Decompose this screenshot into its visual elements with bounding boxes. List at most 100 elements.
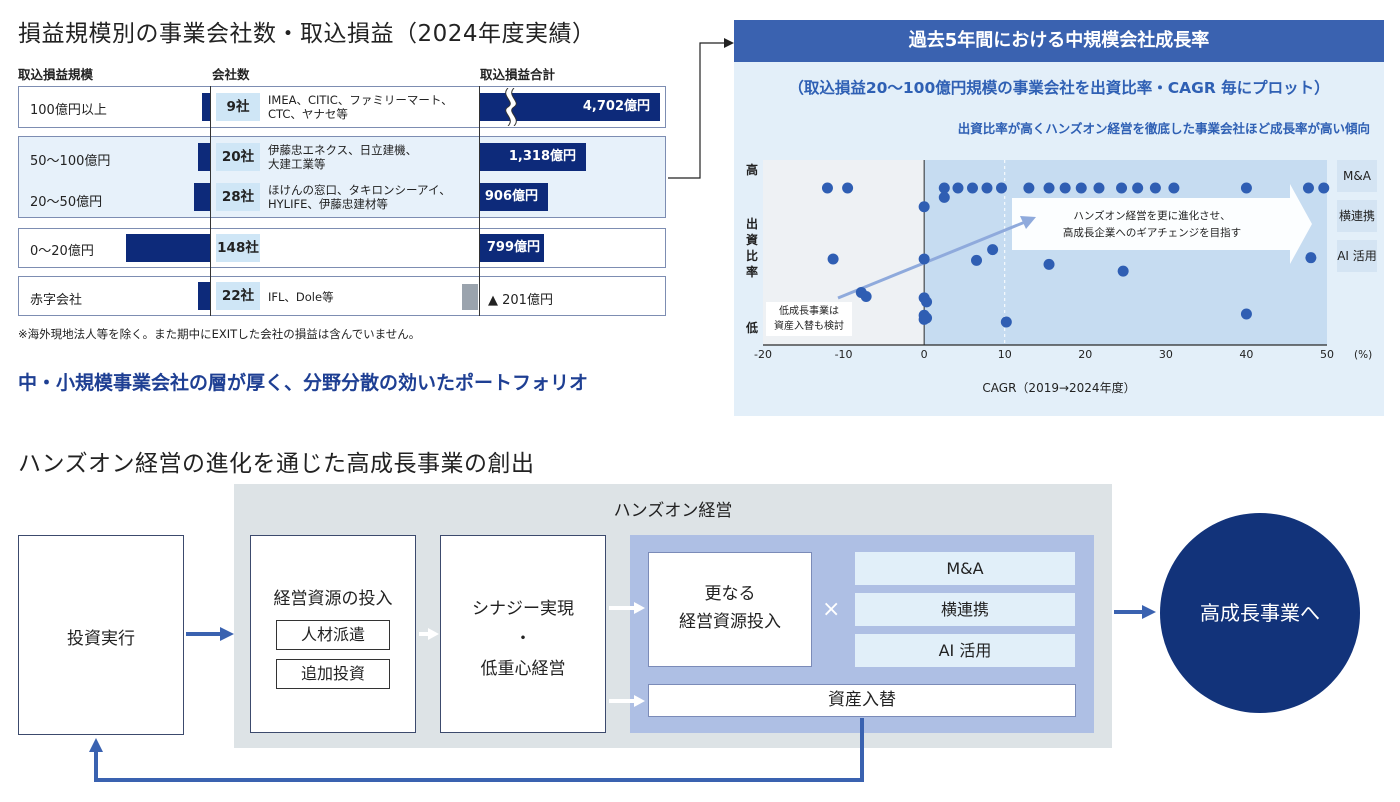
company-count: 148社 bbox=[216, 234, 260, 262]
scatter-point bbox=[981, 182, 993, 194]
count-bar bbox=[194, 183, 210, 211]
handson-title: ハンズオン経営 bbox=[613, 501, 733, 521]
scatter-point bbox=[995, 182, 1007, 194]
scatter-point bbox=[1117, 265, 1129, 277]
row-box-deficit bbox=[18, 276, 666, 316]
scatter-point bbox=[918, 253, 930, 265]
scatter-point bbox=[860, 291, 872, 303]
y-low-label: 低 bbox=[745, 320, 758, 335]
x-tick-label: -10 bbox=[835, 348, 853, 361]
x-tick-label: -20 bbox=[754, 348, 772, 361]
row-size-label: 赤字会社 bbox=[30, 293, 83, 308]
scatter-point bbox=[1059, 182, 1071, 194]
row-examples: ほけんの窓口、タキロンシーアイ、HYLIFE、伊藤忠建材等 bbox=[268, 183, 451, 211]
chart-trend-note: 出資比率が高くハンズオン経営を徹底した事業会社ほど成長率が高い傾向 bbox=[957, 121, 1370, 136]
x-tick-label: 10 bbox=[998, 348, 1012, 361]
arrow-right-icon bbox=[1114, 605, 1156, 619]
scatter-point bbox=[987, 244, 999, 256]
scatter-point bbox=[1240, 308, 1252, 320]
x-axis-label: CAGR（2019→2024年度） bbox=[982, 380, 1135, 395]
row-size-label: 20〜50億円 bbox=[30, 195, 103, 210]
table-title: 損益規模別の事業会社数・取込損益（2024年度実績） bbox=[18, 21, 596, 47]
portfolio-tagline: 中・小規模事業会社の層が厚く、分野分散の効いたポートフォリオ bbox=[18, 372, 589, 394]
scatter-point bbox=[921, 296, 933, 308]
count-bar bbox=[198, 143, 210, 171]
scatter-chart: ハンズオン経営を更に進化させ、 高成長企業へのギアチェンジを目指す -20 -10… bbox=[745, 160, 1372, 395]
lever-ai: AI 活用 bbox=[855, 634, 1075, 667]
company-count: 28社 bbox=[216, 183, 260, 211]
x-tick-label: 30 bbox=[1159, 348, 1173, 361]
y-high-label: 高 bbox=[746, 162, 758, 177]
resource-item-investment: 追加投資 bbox=[276, 659, 390, 689]
row-size-label: 0〜20億円 bbox=[30, 244, 94, 259]
asset-swap-label: 資産入替 bbox=[828, 690, 896, 710]
scatter-point bbox=[1023, 182, 1035, 194]
arrow-text-line2: 高成長企業へのギアチェンジを目指す bbox=[1063, 226, 1241, 239]
scatter-points bbox=[821, 182, 1330, 328]
count-bar bbox=[202, 93, 210, 121]
scatter-point bbox=[1305, 252, 1317, 264]
scatter-point bbox=[821, 182, 833, 194]
high-growth-circle: 高成長事業へ bbox=[1160, 513, 1360, 713]
invest-box bbox=[18, 535, 184, 735]
times-icon: × bbox=[822, 597, 841, 622]
synergy-text: シナジー実現・低重心経営 bbox=[472, 599, 574, 679]
x-tick-label: 0 bbox=[921, 348, 928, 361]
deficit-bar bbox=[462, 284, 478, 310]
count-axis-line bbox=[210, 86, 211, 316]
profit-bar: 1,318億円 bbox=[480, 143, 586, 171]
scatter-point bbox=[1043, 258, 1055, 270]
row-examples: IMEA、CITIC、ファミリーマート、CTC、ヤナセ等 bbox=[268, 93, 453, 121]
chart-header: 過去5年間における中規模会社成長率 bbox=[734, 20, 1384, 62]
trend-arrow-head bbox=[1020, 216, 1036, 229]
resource-title: 経営資源の投入 bbox=[273, 589, 393, 609]
scatter-point bbox=[1116, 182, 1128, 194]
chart-chip-ai: AI 活用 bbox=[1337, 240, 1377, 272]
col-header-profit: 取込損益合計 bbox=[480, 67, 556, 82]
invest-label: 投資実行 bbox=[67, 629, 135, 649]
count-bar bbox=[198, 282, 210, 310]
row-box-0-20 bbox=[18, 228, 666, 268]
row-examples: 伊藤忠エネクス、日立建機、大建工業等 bbox=[268, 143, 418, 171]
company-count: 9社 bbox=[216, 93, 260, 121]
col-header-size: 取込損益規模 bbox=[18, 67, 94, 82]
scatter-point bbox=[1168, 182, 1180, 194]
table-footnote: ※海外現地法人等を除く。また期中にEXITした会社の損益は含んでいません。 bbox=[18, 327, 421, 341]
chart-subtitle: （取込損益20〜100億円規模の事業会社を出資比率・CAGR 毎にプロット） bbox=[788, 79, 1330, 97]
lever-collab: 横連携 bbox=[855, 593, 1075, 626]
x-unit-label: (%) bbox=[1354, 349, 1372, 361]
scatter-point bbox=[938, 191, 950, 203]
arrow-text-line1: ハンズオン経営を更に進化させ、 bbox=[1073, 209, 1230, 222]
scatter-point bbox=[1043, 182, 1055, 194]
further-resource-box bbox=[648, 552, 812, 667]
scatter-point bbox=[921, 312, 933, 324]
asset-swap-box: 資産入替 bbox=[648, 684, 1076, 717]
company-count: 22社 bbox=[216, 282, 260, 310]
scatter-point bbox=[842, 182, 854, 194]
trend-arrow-line bbox=[837, 218, 1031, 300]
low-growth-label: 低成長事業は資産入替も検討 bbox=[766, 302, 852, 336]
scatter-point bbox=[827, 253, 839, 265]
synergy-box bbox=[440, 535, 606, 733]
scatter-point bbox=[952, 182, 964, 194]
flow-title: ハンズオン経営の進化を通じた高成長事業の創出 bbox=[18, 451, 535, 477]
connector-arrow-icon bbox=[668, 38, 734, 179]
scatter-point bbox=[1000, 316, 1012, 328]
scatter-point bbox=[1302, 182, 1314, 194]
scatter-point bbox=[1093, 182, 1105, 194]
row-size-label: 100億円以上 bbox=[30, 103, 107, 118]
chart-chip-collab: 横連携 bbox=[1337, 200, 1377, 232]
scatter-point bbox=[1075, 182, 1087, 194]
arrow-right-icon bbox=[186, 627, 234, 641]
x-tick-label: 50 bbox=[1320, 348, 1334, 361]
scatter-point bbox=[1132, 182, 1144, 194]
further-resource-text: 更なる経営資源投入 bbox=[679, 584, 781, 632]
row-size-label: 50〜100億円 bbox=[30, 154, 111, 169]
profit-axis-line bbox=[479, 86, 480, 316]
scatter-point bbox=[1240, 182, 1252, 194]
col-header-count: 会社数 bbox=[212, 67, 250, 82]
scatter-point bbox=[1149, 182, 1161, 194]
resource-item-staff: 人材派遣 bbox=[276, 620, 390, 650]
y-axis-label: 出資比率 bbox=[745, 217, 758, 279]
